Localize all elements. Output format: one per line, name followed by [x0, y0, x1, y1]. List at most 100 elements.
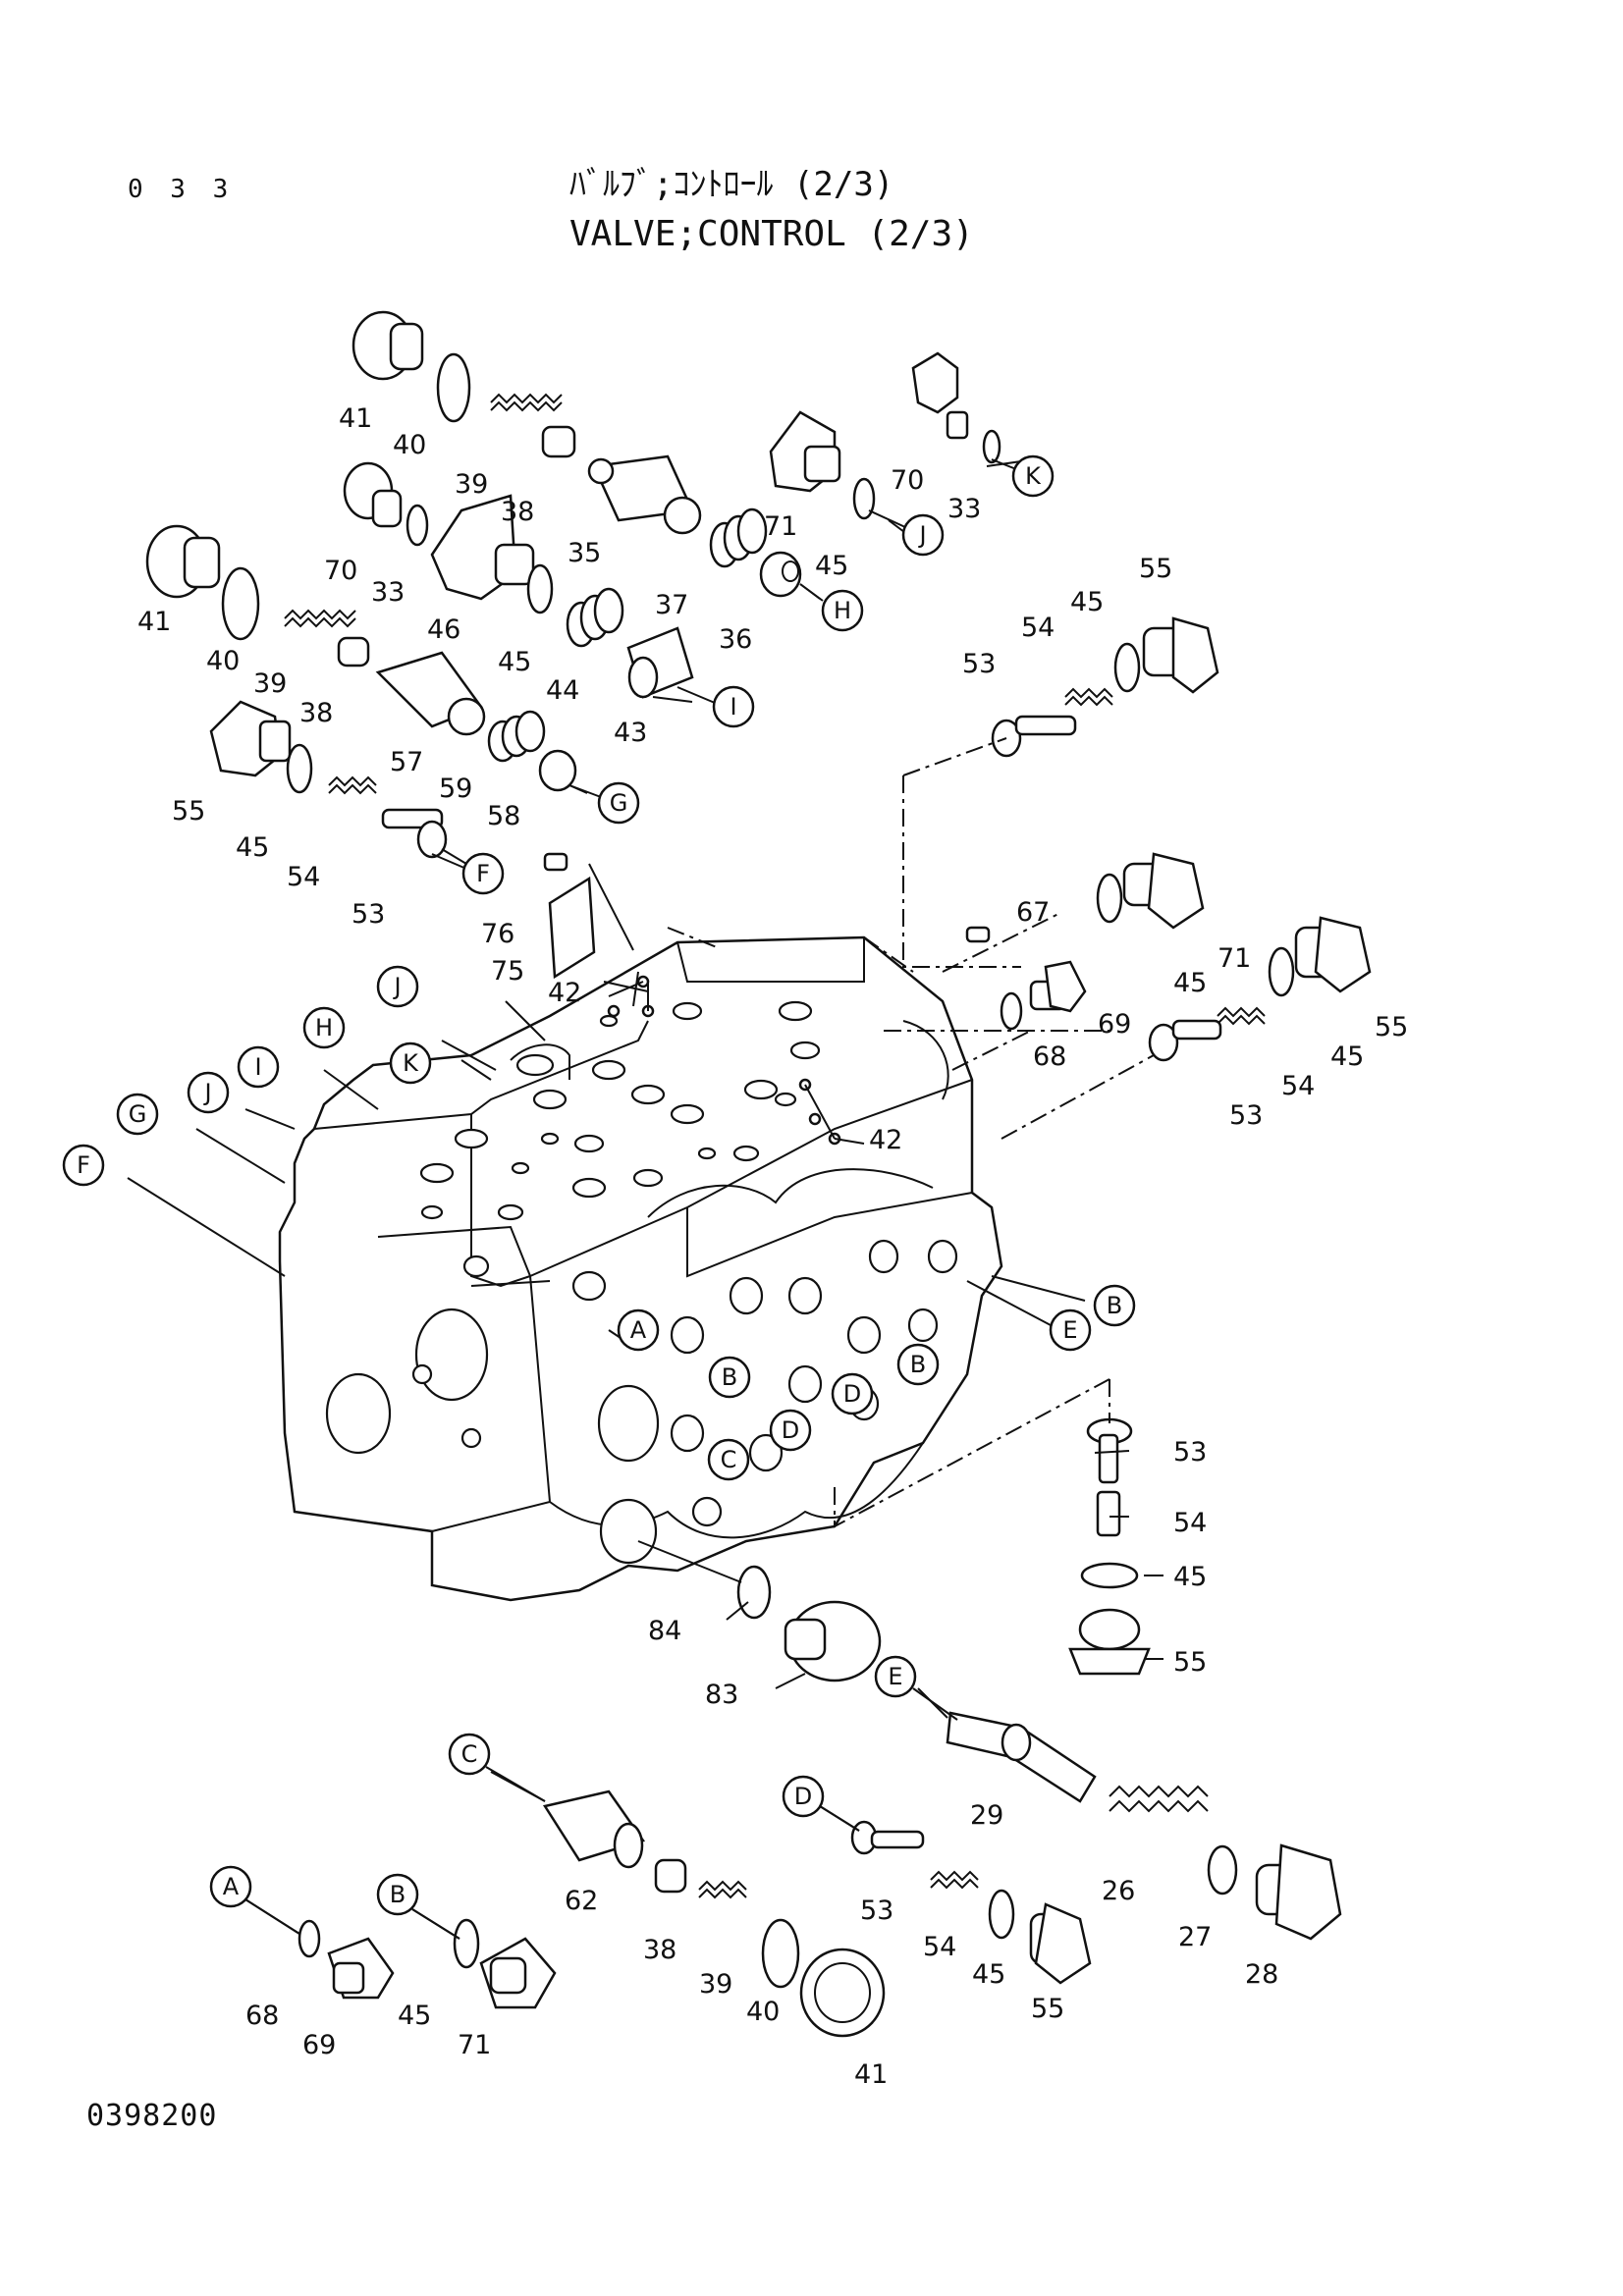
part-label: 33 — [371, 577, 405, 608]
svg-text:G: G — [610, 789, 628, 817]
svg-text:B: B — [722, 1363, 737, 1391]
part-label: 45 — [236, 832, 269, 863]
part-label: 39 — [455, 469, 488, 500]
poppet-53-right-mid — [1148, 1019, 1222, 1062]
callout-g: G — [116, 1093, 159, 1136]
plug-55-lower-right — [1068, 1608, 1151, 1676]
plug-55-right-low — [1294, 916, 1372, 993]
part-label: 55 — [1173, 1647, 1207, 1678]
part-label: 58 — [487, 801, 520, 831]
callout-a: A — [209, 1865, 300, 1935]
part-label: 71 — [1217, 943, 1251, 974]
callout-i: I — [676, 685, 755, 728]
body-top-holes — [419, 1000, 821, 1221]
svg-text:D: D — [843, 1380, 861, 1408]
part-label: 59 — [439, 774, 472, 804]
plug-41-mid — [145, 524, 221, 599]
callout-b: B — [708, 1356, 751, 1399]
o-ring-45-lower-right — [1080, 1562, 1139, 1589]
part-label: 54 — [1281, 1071, 1315, 1101]
callout-b: B — [896, 1343, 940, 1386]
callout-k: K — [991, 454, 1055, 498]
svg-text:H: H — [315, 1014, 333, 1041]
poppet-53-left — [381, 808, 448, 859]
callout-k: K — [389, 1041, 432, 1085]
part-label: 45 — [398, 2001, 431, 2031]
callout-f: F — [431, 852, 505, 895]
screw-76 — [543, 852, 568, 872]
callout-j: J — [376, 965, 419, 1008]
svg-text:D: D — [782, 1416, 799, 1444]
plug-28 — [1255, 1843, 1342, 1941]
part-label: 83 — [705, 1680, 738, 1710]
part-label: 39 — [699, 1969, 732, 2000]
svg-text:G: G — [129, 1100, 147, 1128]
svg-text:F: F — [476, 860, 490, 887]
spring-37 — [709, 507, 768, 568]
part-label: 38 — [299, 698, 333, 728]
part-label: 38 — [643, 1935, 676, 1965]
callout-d: D — [831, 1372, 874, 1415]
part-label: 70 — [891, 465, 924, 496]
callout-d: D — [769, 1409, 812, 1452]
part-label: 70 — [324, 556, 357, 586]
o-ring-33-top — [982, 429, 1001, 464]
callout-e: E — [1049, 1308, 1092, 1352]
callout-j: J — [868, 509, 945, 557]
part-label: 45 — [1330, 1041, 1364, 1072]
svg-text:I: I — [730, 693, 736, 721]
o-ring-40-top — [436, 352, 471, 423]
part-label: 37 — [655, 590, 688, 620]
spring-39-top — [490, 393, 563, 412]
svg-text:B: B — [390, 1881, 406, 1908]
sleeve-62 — [542, 1789, 646, 1869]
plug-69-bottom — [327, 1937, 395, 2000]
poppet-53-right-top — [991, 715, 1077, 758]
spring-39-mid — [284, 609, 356, 628]
o-ring-27 — [1207, 1844, 1238, 1896]
part-label: 35 — [568, 538, 601, 568]
spool-57 — [375, 651, 486, 736]
poppet-53-lower-right — [1086, 1417, 1133, 1484]
spring-54-lower-right — [1096, 1490, 1121, 1537]
part-label: 42 — [548, 978, 581, 1008]
part-label: 45 — [498, 647, 531, 677]
seat-58 — [538, 749, 577, 792]
svg-text:C: C — [461, 1740, 478, 1768]
o-ring-33-mid — [406, 504, 429, 547]
plug-71-top — [769, 410, 841, 493]
plug-70-mid — [343, 461, 403, 528]
part-label: 84 — [648, 1616, 681, 1646]
callout-b: B — [1093, 1284, 1136, 1327]
o-ring-45-right-mid — [1096, 873, 1123, 924]
svg-text:H: H — [834, 597, 851, 624]
part-label: 46 — [427, 614, 460, 645]
callout-d: D — [782, 1775, 860, 1832]
plug-69-right — [1029, 960, 1087, 1013]
part-label: 53 — [1229, 1100, 1263, 1131]
part-label: 54 — [923, 1932, 956, 1962]
plug-41-top — [352, 310, 424, 381]
spool-29 — [946, 1711, 1097, 1803]
callout-h: H — [302, 1006, 346, 1049]
part-label: 42 — [869, 1125, 902, 1155]
callout-h: H — [799, 583, 864, 632]
plug-55-right-top — [1142, 616, 1219, 694]
part-label: 53 — [962, 649, 996, 679]
part-label: 45 — [815, 551, 848, 581]
part-label: 54 — [287, 862, 320, 892]
o-ring-45-top — [852, 477, 876, 520]
svg-text:J: J — [917, 521, 926, 549]
part-label: 40 — [206, 646, 240, 676]
svg-text:E: E — [888, 1663, 902, 1690]
part-label: 41 — [339, 403, 372, 434]
svg-text:B: B — [1107, 1292, 1122, 1319]
plug-41-bottom — [799, 1948, 886, 2038]
o-ring-45-bottom — [988, 1889, 1015, 1940]
body-46 — [430, 494, 535, 601]
part-label: 41 — [137, 607, 171, 637]
pin-67 — [965, 926, 991, 943]
part-label: 33 — [947, 494, 981, 524]
part-label: 45 — [972, 1959, 1005, 1990]
